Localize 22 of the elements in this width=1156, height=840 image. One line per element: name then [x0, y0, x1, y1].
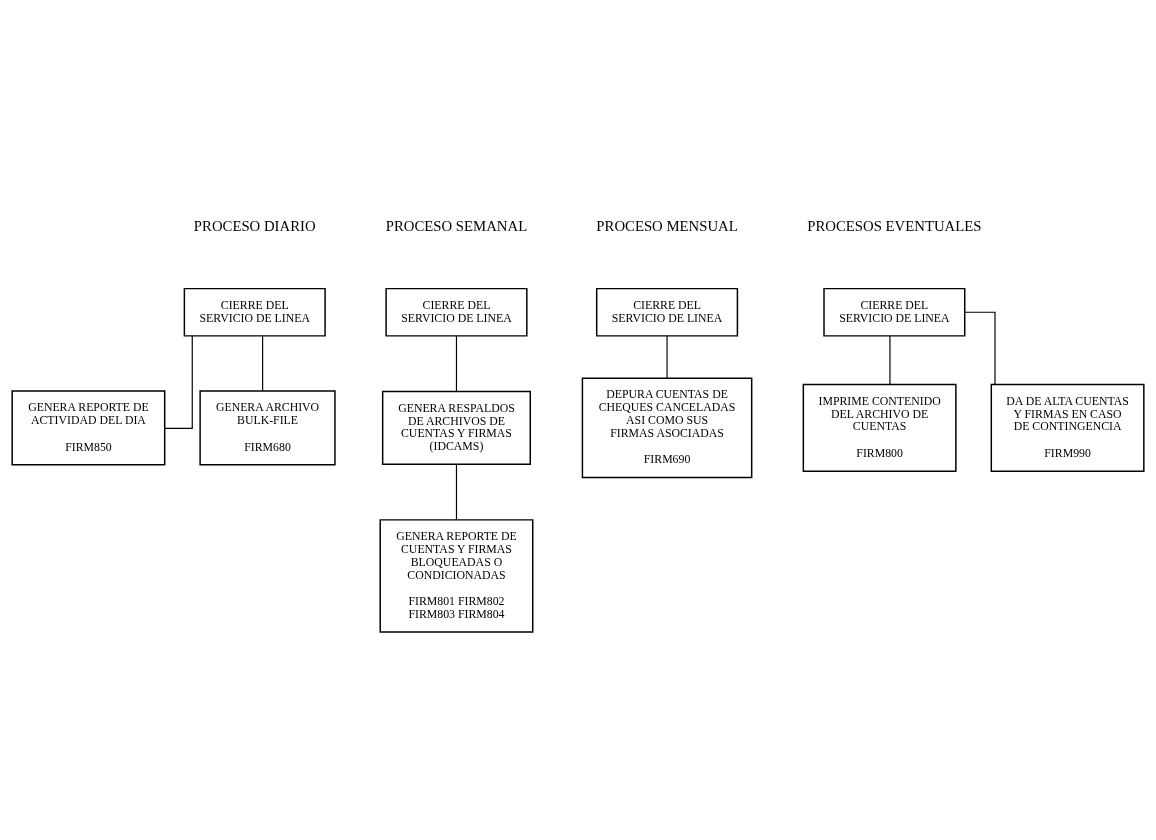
label: PROCESO SEMANAL [385, 217, 528, 234]
connector [889, 335, 891, 385]
label: PROCESOS EVENTUALES [807, 217, 982, 234]
node-box: GENERA REPORTE DE ACTIVIDAD DEL DIA FIRM850 [11, 390, 166, 466]
connector [164, 335, 193, 429]
connector [262, 335, 264, 392]
connector [455, 463, 458, 521]
node-box: IMPRIME CONTENIDO DEL ARCHIVO DE CUENTAS FIRM800 [802, 383, 957, 472]
label: PROCESO MENSUAL [596, 217, 738, 234]
connector [666, 335, 668, 379]
node-box: CIERRE DEL SERVICIO DE LINEA [385, 287, 528, 337]
node-box: DEPURA CUENTAS DE CHEQUES CANCELADAS ASI COMO SUS FIRMAS ASOCIADAS FIRM690 [581, 377, 753, 479]
node-box: DA DE ALTA CUENTAS Y FIRMAS EN CASO DE CONTINGENCIA FIRM990 [990, 383, 1145, 472]
node-box: GENERA RESPALDOS DE ARCHIVOS DE CUENTAS Y FIRMAS (IDCAMS) [381, 390, 531, 465]
connector [964, 311, 996, 386]
node-box: CIERRE DEL SERVICIO DE LINEA [183, 287, 326, 337]
node-box: CIERRE DEL SERVICIO DE LINEA [823, 287, 966, 337]
node-box: GENERA REPORTE DE CUENTAS Y FIRMAS BLOQUEADAS O CONDICIONADAS FIRM801 FIRM802 FIRM803 FIRM804 [379, 519, 534, 633]
node-box: GENERA ARCHIVO BULK-FILE FIRM680 [199, 390, 336, 466]
label: PROCESO DIARIO [193, 217, 316, 234]
node-box: CIERRE DEL SERVICIO DE LINEA [595, 287, 739, 337]
connector [455, 335, 458, 392]
